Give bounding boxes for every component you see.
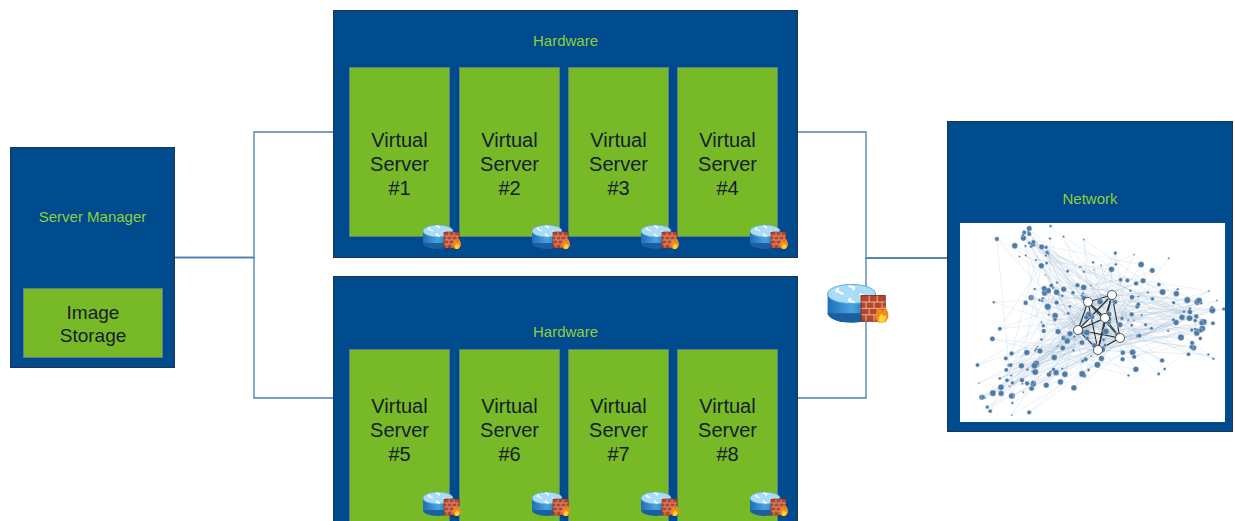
connector-line (798, 258, 947, 398)
box-label: Virtual Server #2 (472, 128, 548, 200)
box-label: Virtual Server #8 (690, 394, 766, 466)
main-router-firewall-icon (828, 284, 889, 322)
virtual-server-box: Virtual Server #7 (568, 349, 669, 521)
box-heading: Hardware (416, 323, 716, 341)
router-firewall-icon (423, 225, 461, 249)
connector-line (175, 132, 333, 258)
box-label: Virtual Server #4 (690, 128, 766, 200)
hardware-box: HardwareVirtual Server #1 Virtual Server … (333, 10, 798, 258)
network-graph-background (960, 223, 1225, 422)
box-label: Virtual Server #6 (472, 394, 548, 466)
connector-line (175, 258, 333, 399)
box-label: Virtual Server #3 (581, 128, 657, 200)
image-storage-box: Image Storage (23, 288, 163, 358)
box-label: Virtual Server #5 (362, 394, 438, 466)
box-label: Virtual Server #7 (581, 394, 657, 466)
router-firewall-icon (641, 225, 679, 249)
virtual-server-box: Virtual Server #5 (349, 349, 450, 521)
box-heading: Server Manager (18, 208, 168, 226)
server-manager-box: Server ManagerImage Storage (10, 147, 175, 368)
box-heading: Network (990, 190, 1190, 208)
router-firewall-icon (641, 492, 679, 516)
router-firewall-icon (750, 225, 788, 249)
router-firewall-icon (532, 492, 570, 516)
box-label: Image Storage (48, 301, 138, 347)
router-firewall-icon (750, 492, 788, 516)
box-label: Virtual Server #1 (362, 128, 438, 200)
virtual-server-box: Virtual Server #3 (568, 67, 669, 237)
virtual-server-box: Virtual Server #6 (459, 349, 560, 521)
router-firewall-icon (532, 225, 570, 249)
box-heading: Hardware (416, 32, 716, 50)
network-box: Network (947, 121, 1233, 432)
connector-line (798, 132, 947, 258)
router-firewall-icon (423, 492, 461, 516)
hardware-box: HardwareVirtual Server #5 Virtual Server … (333, 276, 798, 521)
virtual-server-box: Virtual Server #8 (677, 349, 778, 521)
virtual-server-box: Virtual Server #2 (459, 67, 560, 237)
virtual-server-box: Virtual Server #4 (677, 67, 778, 237)
network-graph-illustration (975, 225, 1225, 416)
virtual-server-box: Virtual Server #1 (349, 67, 450, 237)
